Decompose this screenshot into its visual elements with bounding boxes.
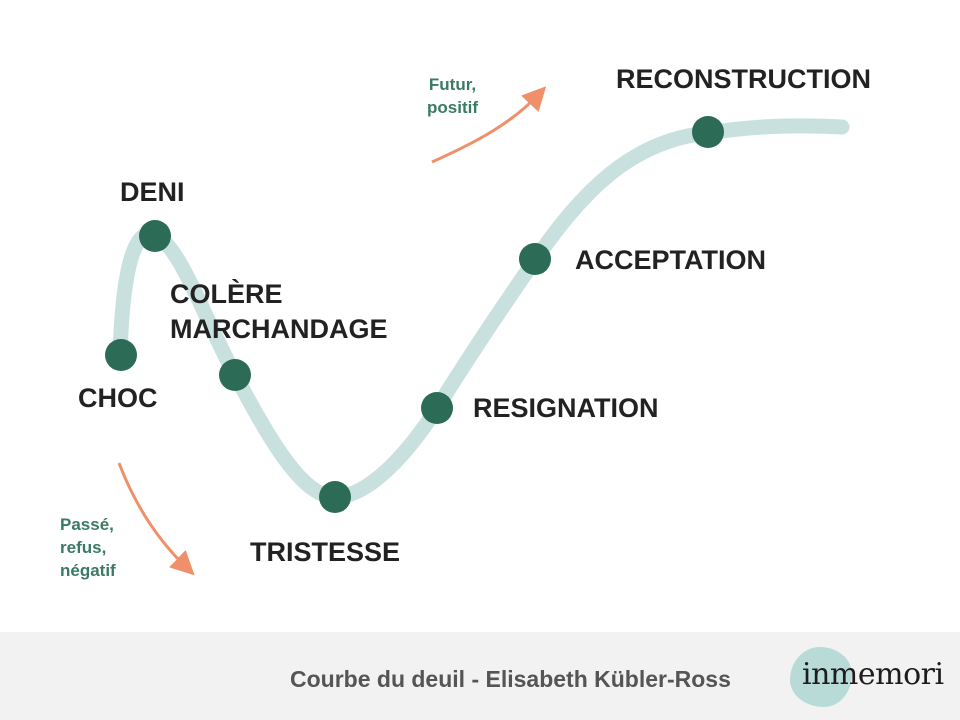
label-choc: CHOC (78, 383, 158, 413)
dot-deni (139, 220, 171, 252)
label-tristesse: TRISTESSE (250, 537, 401, 567)
dot-tristesse (319, 481, 351, 513)
dot-reconstruction (692, 116, 724, 148)
label-acceptation: ACCEPTATION (575, 245, 766, 275)
dot-resignation (421, 392, 453, 424)
logo-blob (790, 647, 852, 707)
note-past-line: Passé, (60, 515, 114, 534)
dot-colere (219, 359, 251, 391)
label-marchandage: MARCHANDAGE (170, 314, 388, 344)
label-reconstruction: RECONSTRUCTION (616, 64, 871, 94)
grief-curve-diagram: CHOC DENI COLÈRE MARCHANDAGE TRISTESSE R… (60, 64, 871, 582)
dot-acceptation (519, 243, 551, 275)
note-past: Passé, refus, négatif (60, 513, 116, 582)
note-future-line: positif (427, 98, 478, 117)
past-arrow-icon (117, 462, 195, 576)
label-resignation: RESIGNATION (473, 393, 659, 423)
label-colere: COLÈRE (170, 279, 283, 309)
note-future-line: Futur, (428, 75, 477, 94)
dot-choc (105, 339, 137, 371)
inmemori-logo: inmemori (788, 645, 958, 713)
future-arrow-icon (431, 86, 547, 164)
note-past-line: refus, (60, 538, 107, 557)
note-past-line: négatif (60, 561, 116, 580)
logo-text: inmemori (802, 657, 944, 692)
label-deni: DENI (120, 177, 185, 207)
curve-svg (105, 86, 850, 576)
note-future: Futur, positif (427, 73, 478, 119)
footer-caption: Courbe du deuil - Elisabeth Kübler-Ross (290, 666, 731, 692)
